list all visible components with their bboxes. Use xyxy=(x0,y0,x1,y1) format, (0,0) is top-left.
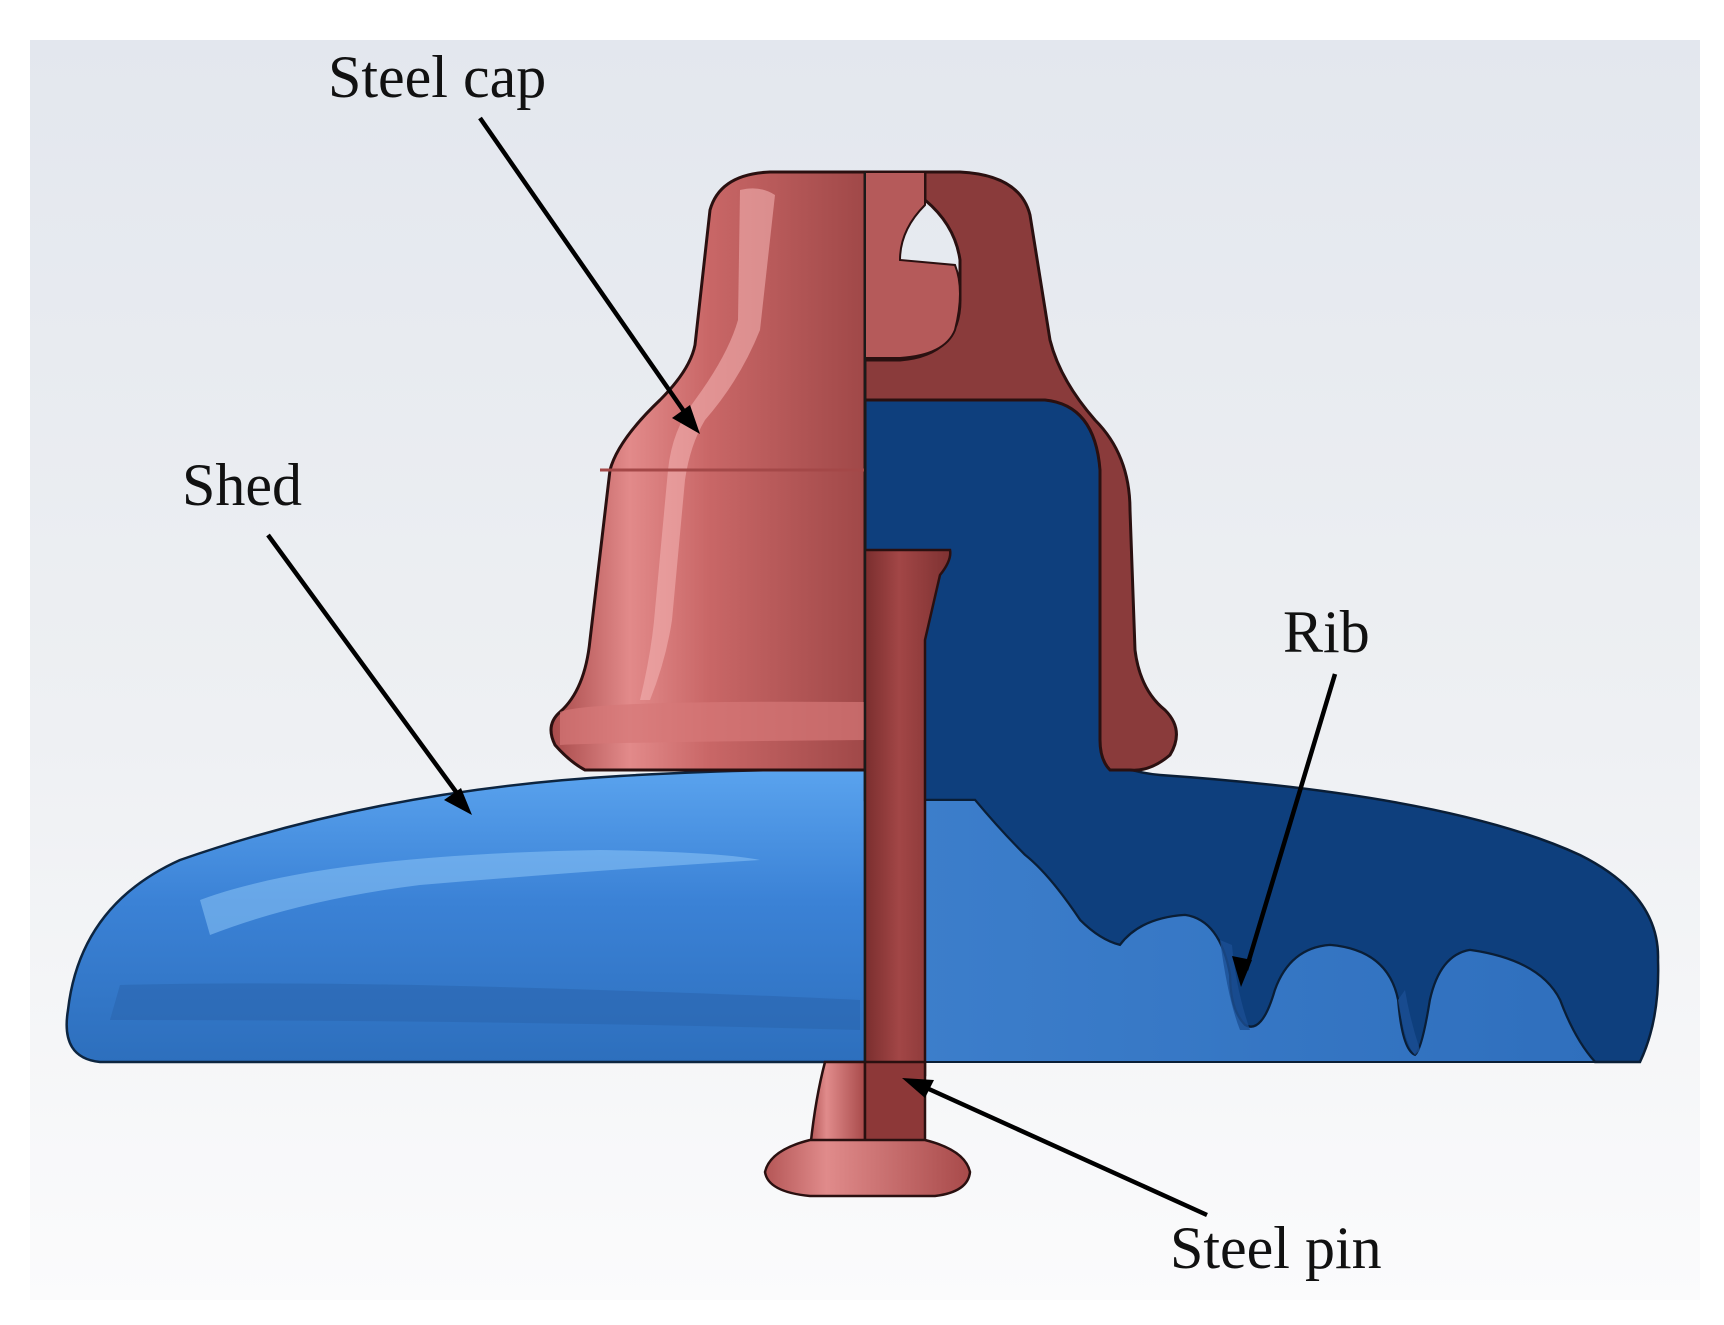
pin-head xyxy=(763,1138,972,1198)
steel-pin-arrow xyxy=(902,1078,1208,1218)
label-steel-pin: Steel pin xyxy=(1170,1215,1382,1281)
cap-highlight xyxy=(640,188,775,701)
shed-highlight-lower xyxy=(110,983,860,1030)
rib-groove-shade-2 xyxy=(1398,990,1420,1055)
label-rib: Rib xyxy=(1283,599,1370,665)
pin-shaft xyxy=(863,548,952,1077)
steel-cap-arrow xyxy=(478,116,700,434)
cap-band xyxy=(560,701,865,745)
shed-highlight xyxy=(200,850,760,935)
rib-groove-shade xyxy=(1220,940,1250,1030)
cap-socket xyxy=(864,171,961,359)
label-steel-cap: Steel cap xyxy=(328,44,546,110)
rib-arrow xyxy=(1232,673,1338,987)
pin-neck-right xyxy=(863,1060,927,1152)
shed-arrow xyxy=(266,533,472,815)
shed-underside xyxy=(864,799,1598,1063)
label-shed: Shed xyxy=(182,452,302,518)
